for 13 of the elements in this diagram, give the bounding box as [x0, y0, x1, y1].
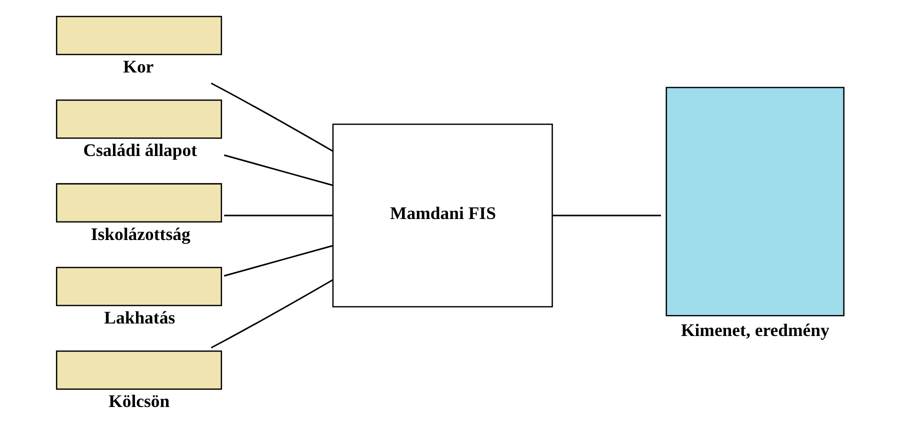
connector	[224, 214, 333, 216]
node-label: Családi állapot	[83, 140, 198, 160]
node-label: Kor	[123, 56, 154, 76]
node-label: Lakhatás	[104, 308, 176, 328]
connector	[224, 245, 333, 277]
connector	[210, 279, 333, 348]
connector	[210, 82, 333, 152]
node-label: Iskolázottság	[90, 224, 190, 244]
node-box: Mamdani FIS	[332, 124, 553, 308]
node-label: Kimenet, eredmény	[680, 320, 830, 340]
node-label: Kölcsön	[108, 391, 170, 412]
connector	[224, 154, 333, 186]
connector	[552, 214, 661, 216]
